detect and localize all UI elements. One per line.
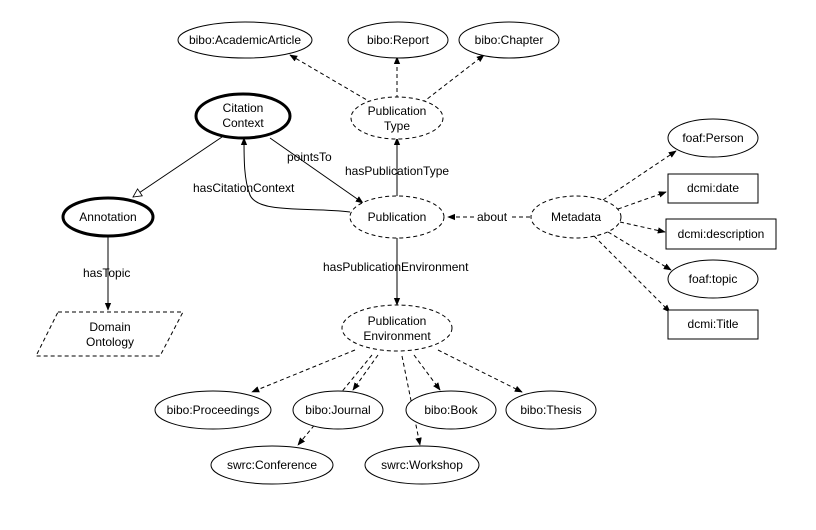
label-about-bg — [474, 209, 512, 225]
edge-has-citation-context — [240, 137, 351, 213]
edge-env-to-thesis — [437, 349, 523, 393]
svg-text:Domain: Domain — [89, 320, 130, 334]
edge-env-to-journal — [352, 354, 379, 391]
edge-env-to-workshop — [401, 355, 422, 446]
svg-text:Publication: Publication — [368, 104, 427, 118]
label-has-citation-context: hasCitationContext — [193, 181, 295, 195]
node-swrc-conference[interactable]: swrc:Conference — [210, 445, 334, 485]
svg-text:dcmi:date: dcmi:date — [687, 181, 739, 195]
svg-text:bibo:Proceedings: bibo:Proceedings — [167, 403, 260, 417]
node-domain-ontology[interactable]: Domain Ontology — [35, 311, 184, 357]
node-bibo-thesis[interactable]: bibo:Thesis — [505, 390, 597, 430]
node-foaf-topic[interactable]: foaf:topic — [667, 259, 759, 299]
svg-text:Publication: Publication — [368, 314, 427, 328]
edge-metadata-to-topic — [607, 231, 672, 271]
node-bibo-journal[interactable]: bibo:Journal — [292, 390, 384, 430]
edge-points-to — [269, 137, 364, 204]
svg-text:bibo:AcademicArticle: bibo:AcademicArticle — [189, 33, 301, 47]
label-about: about — [477, 210, 508, 224]
edge-metadata-to-date — [617, 191, 667, 210]
node-citation-context[interactable]: Citation Context — [194, 92, 292, 140]
svg-text:dcmi:Title: dcmi:Title — [688, 317, 739, 331]
label-has-topic: hasTopic — [83, 266, 130, 280]
svg-text:Annotation: Annotation — [79, 210, 136, 224]
svg-text:bibo:Report: bibo:Report — [367, 33, 430, 47]
node-bibo-report[interactable]: bibo:Report — [347, 21, 449, 59]
svg-text:bibo:Book: bibo:Book — [424, 403, 478, 417]
label-has-publication-environment: hasPublicationEnvironment — [323, 260, 469, 274]
node-metadata[interactable]: Metadata — [530, 195, 622, 239]
node-dcmi-date[interactable]: dcmi:date — [667, 173, 759, 204]
svg-text:Citation: Citation — [223, 101, 264, 115]
node-bibo-proceedings[interactable]: bibo:Proceedings — [154, 390, 272, 430]
svg-text:bibo:Thesis: bibo:Thesis — [520, 403, 581, 417]
svg-text:Metadata: Metadata — [551, 210, 601, 224]
svg-text:swrc:Conference: swrc:Conference — [227, 458, 317, 472]
edge-env-to-book — [413, 354, 441, 391]
edge-metadata-to-title — [593, 235, 671, 313]
svg-text:bibo:Journal: bibo:Journal — [305, 403, 370, 417]
node-dcmi-title[interactable]: dcmi:Title — [667, 309, 759, 340]
svg-text:Publication: Publication — [368, 210, 427, 224]
edge-type-to-academic-article — [289, 54, 373, 104]
svg-text:dcmi:description: dcmi:description — [678, 227, 765, 241]
svg-text:Context: Context — [222, 116, 264, 130]
svg-text:bibo:Chapter: bibo:Chapter — [475, 33, 544, 47]
svg-text:Type: Type — [384, 119, 410, 133]
node-dcmi-description[interactable]: dcmi:description — [665, 218, 777, 250]
edge-env-to-proceedings — [251, 349, 356, 393]
node-publication[interactable]: Publication — [349, 195, 445, 239]
node-bibo-book[interactable]: bibo:Book — [405, 390, 497, 430]
node-publication-environment[interactable]: Publication Environment — [341, 304, 453, 352]
svg-text:Ontology: Ontology — [86, 335, 134, 349]
svg-text:swrc:Workshop: swrc:Workshop — [381, 458, 463, 472]
svg-text:foaf:topic: foaf:topic — [689, 272, 738, 286]
edge-citation-context-to-annotation — [133, 136, 223, 197]
node-annotation[interactable]: Annotation — [61, 196, 155, 238]
label-points-to: pointsTo — [287, 150, 332, 164]
node-bibo-chapter[interactable]: bibo:Chapter — [458, 21, 560, 59]
svg-text:foaf:Person: foaf:Person — [682, 131, 743, 145]
edge-metadata-to-description — [619, 221, 666, 234]
svg-text:Environment: Environment — [363, 329, 431, 343]
label-has-publication-type: hasPublicationType — [345, 164, 449, 178]
edge-type-to-chapter — [421, 54, 485, 104]
node-swrc-workshop[interactable]: swrc:Workshop — [364, 445, 480, 485]
node-foaf-person[interactable]: foaf:Person — [667, 118, 759, 158]
edge-metadata-to-person — [602, 150, 677, 201]
node-publication-type[interactable]: Publication Type — [350, 96, 444, 140]
node-bibo-academic-article[interactable]: bibo:AcademicArticle — [177, 21, 313, 59]
